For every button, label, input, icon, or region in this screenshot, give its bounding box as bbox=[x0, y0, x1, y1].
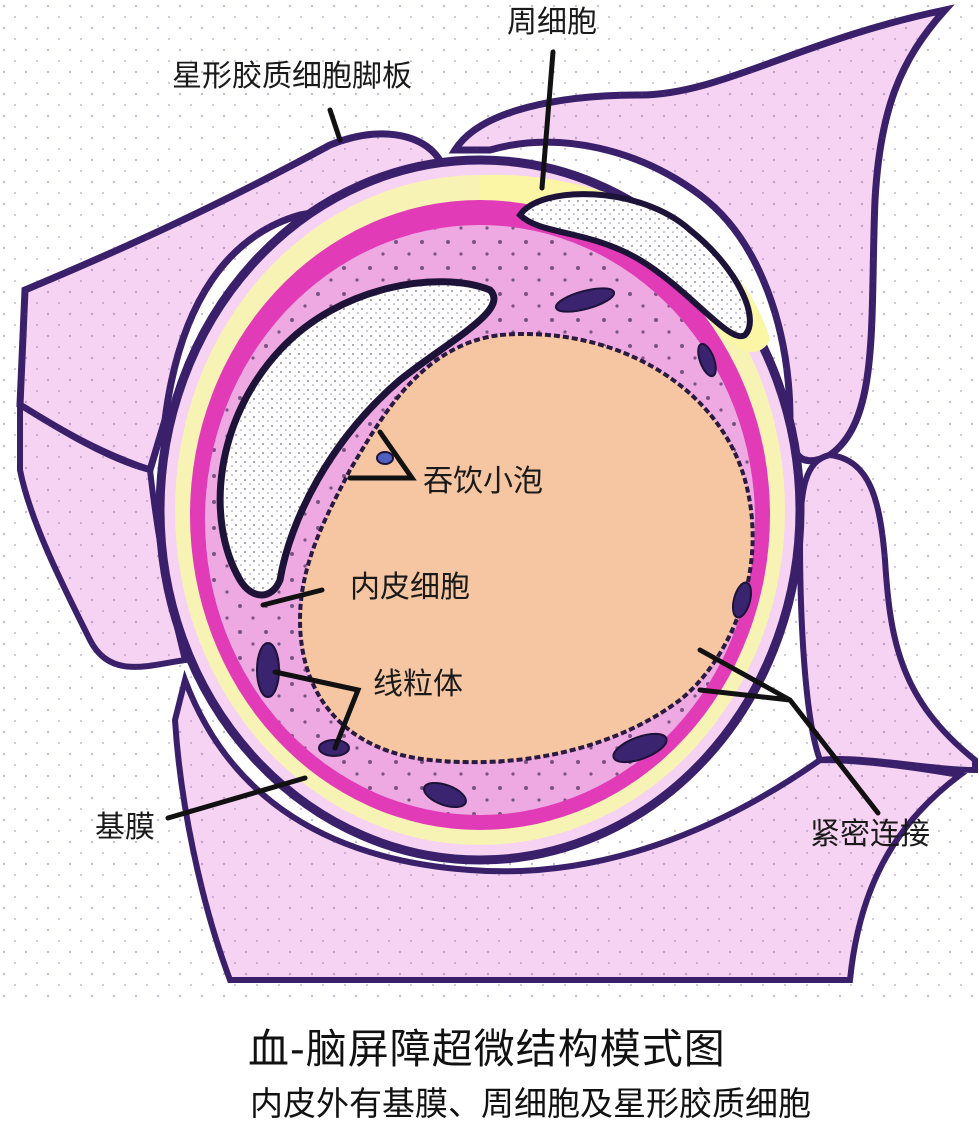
label-pinocytotic-vesicle: 吞饮小泡 bbox=[423, 464, 543, 499]
figure-subtitle: 内皮外有基膜、周细胞及星形胶质细胞 bbox=[250, 1084, 811, 1123]
pinocytotic-vesicle bbox=[376, 451, 394, 465]
mitochondrion bbox=[612, 732, 668, 764]
mitochondrion bbox=[697, 342, 717, 378]
label-endothelial-cell: 内皮细胞 bbox=[350, 570, 470, 605]
label-mitochondria: 线粒体 bbox=[373, 667, 463, 702]
leader-pericyte bbox=[539, 49, 556, 191]
mitochondrion bbox=[554, 287, 616, 313]
mitochondrion bbox=[256, 642, 280, 698]
leader-astrocyte bbox=[327, 107, 343, 143]
label-tight-junction: 紧密连接 bbox=[810, 817, 930, 852]
label-basement-membrane: 基膜 bbox=[95, 810, 155, 845]
mitochondria-group bbox=[256, 287, 753, 809]
leader-mitochondria bbox=[272, 669, 362, 751]
mitochondrion bbox=[423, 781, 467, 809]
capillary bbox=[155, 155, 805, 865]
leader-vesicle bbox=[347, 429, 417, 481]
capillary-lumen bbox=[297, 332, 755, 765]
label-pericyte: 周细胞 bbox=[507, 5, 597, 40]
mitochondrion bbox=[731, 581, 753, 619]
figure-title: 血-脑屏障超微结构模式图 bbox=[248, 1025, 726, 1073]
blood-brain-barrier-diagram bbox=[0, 0, 979, 1000]
leader-lines bbox=[165, 49, 881, 821]
label-astrocyte-endfoot: 星形胶质细胞脚板 bbox=[172, 59, 412, 94]
leader-endothelial bbox=[260, 587, 325, 608]
leader-basement bbox=[165, 775, 308, 821]
